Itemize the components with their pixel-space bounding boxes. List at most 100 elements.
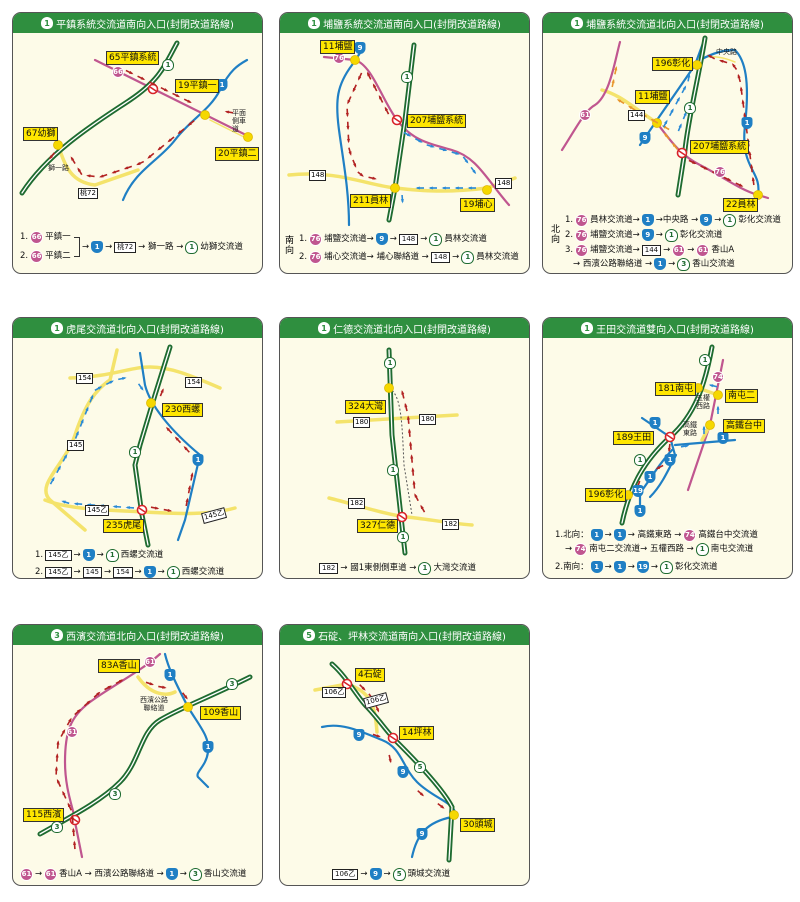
national-highway-shield: 1 — [699, 354, 711, 366]
expressway-shield: 76 — [309, 250, 323, 264]
county-road-label: 145 — [82, 566, 102, 578]
county-road-label: 106乙 — [332, 868, 359, 880]
route-arrow — [181, 692, 188, 700]
panel-frame: 5 石碇、坪林交流道南向入口(封閉改道路線) — [279, 624, 530, 886]
map-note: 五權西路 — [696, 394, 710, 410]
route-arrow — [408, 428, 412, 437]
route-arrow — [190, 472, 194, 481]
route-arrow — [157, 144, 165, 151]
route-arrow — [62, 453, 68, 462]
provincial-highway-shield: 1 — [654, 258, 667, 270]
route-text: → — [383, 869, 391, 879]
provincial-highway-shield: 1 — [741, 117, 753, 129]
county-road-label: 154 — [76, 373, 94, 384]
national-highway-shield: 1 — [429, 232, 443, 246]
interchange-label: 109香山 — [200, 706, 242, 720]
route-arrow — [112, 505, 122, 509]
route-arrow — [661, 125, 670, 131]
route-arrow — [627, 105, 636, 111]
expressway-shield: 76 — [575, 213, 589, 227]
route-arrow — [136, 160, 145, 166]
route-arrow — [352, 84, 357, 93]
route-arrow — [723, 176, 732, 182]
no-entry-icon — [391, 114, 403, 126]
route-arrow — [675, 96, 680, 105]
interchange-dot-icon — [183, 702, 193, 712]
route-arrow — [668, 108, 674, 117]
route-arrow — [415, 186, 424, 190]
route-text: → — [179, 869, 187, 879]
route-text: → — [389, 234, 397, 244]
panel-title: 石碇、坪林交流道南向入口(封閉改道路線) — [318, 631, 506, 643]
provincial-highway-shield: 1 — [82, 549, 95, 561]
interchange-label: 327仁德 — [357, 519, 399, 533]
provincial-highway-shield: 1 — [91, 241, 104, 253]
provincial-highway-shield: 9 — [397, 766, 409, 778]
provincial-highway-shield: 19 — [632, 485, 644, 497]
national-highway-shield: 1 — [634, 454, 646, 466]
route-arrow — [61, 500, 70, 505]
route-text: → — [604, 530, 612, 540]
interchange-label: 230西螺 — [162, 403, 204, 417]
route-arrow — [735, 182, 744, 187]
route-text: 彰化交流道 — [738, 215, 781, 225]
no-entry-icon — [136, 504, 148, 516]
national-highway-shield: 5 — [414, 761, 426, 773]
route-arrow — [751, 176, 755, 186]
route-arrow — [467, 186, 476, 190]
interchange-label: 11埔鹽 — [635, 90, 671, 104]
national-highway-icon: 3 — [51, 629, 64, 641]
provincial-road-9 — [336, 48, 364, 227]
route-arrow — [352, 159, 357, 168]
national-highway-shield: 1 — [723, 213, 737, 227]
route-arrow — [741, 99, 745, 108]
route-arrow — [426, 144, 435, 148]
direction-label: 南向 — [285, 236, 295, 256]
provincial-highway-shield: 19 — [636, 561, 649, 573]
route-arrow — [414, 493, 419, 502]
route-arrow — [716, 405, 720, 414]
expressway-shield: 61 — [144, 656, 156, 668]
route-arrow — [137, 75, 146, 81]
national-highway-shield: 3 — [109, 788, 121, 800]
route-arrow — [172, 92, 181, 98]
bracket — [74, 237, 80, 257]
route-arrow — [150, 506, 160, 510]
closure-markers — [676, 147, 688, 159]
county-road-label: 180 — [353, 417, 371, 428]
interchange-label: 235虎尾 — [103, 519, 145, 533]
route-arrow — [372, 83, 378, 92]
route-arrow — [410, 454, 414, 463]
closure-markers — [136, 504, 148, 516]
route-arrow — [700, 165, 709, 170]
interchange-label: 207埔鹽系統 — [690, 140, 750, 154]
frontage-road-east — [388, 387, 413, 516]
route-arrow — [224, 110, 234, 114]
interchange-dot-icon — [713, 390, 723, 400]
route-arrow — [462, 156, 469, 164]
route-arrow — [403, 131, 412, 137]
map-note: 高鐵東路 — [683, 421, 697, 437]
closure-markers — [341, 678, 399, 744]
route-text: → — [565, 544, 573, 554]
route-arrow — [667, 443, 671, 453]
route-arrow — [400, 194, 404, 204]
route-arrow — [616, 99, 625, 105]
route-text: 員林交流道 — [444, 234, 487, 244]
interchange-label: 189王田 — [613, 431, 655, 445]
route-arrow — [163, 508, 173, 512]
route-arrow — [60, 729, 66, 737]
expressway-shield: 76 — [575, 228, 589, 242]
route-text: → — [650, 562, 658, 572]
route-arrow — [388, 754, 392, 764]
